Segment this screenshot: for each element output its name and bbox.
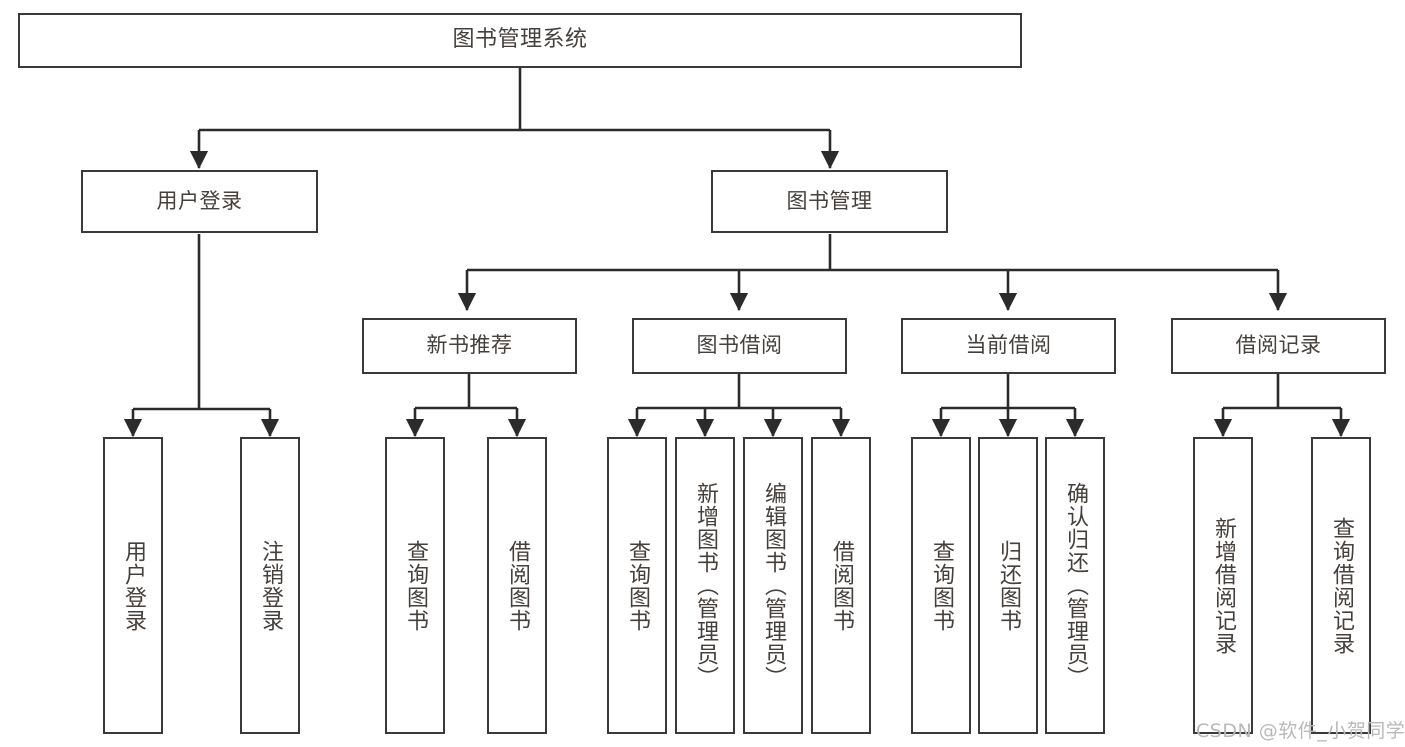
leaf-user-login[interactable]: 用户登录 (103, 437, 163, 734)
node-label: 用户登录 (120, 539, 146, 632)
node-label: 查询图书 (624, 539, 650, 632)
node-label: 图书管理 (786, 188, 873, 213)
node-label: 查询借阅记录 (1328, 516, 1354, 655)
node-label: 借阅图书 (828, 539, 854, 632)
leaf-query-book-new[interactable]: 查询图书 (385, 437, 445, 734)
node-current-borrow[interactable]: 当前借阅 (901, 318, 1116, 374)
csdn-watermark: CSDN @软件_小贺同学 (1196, 720, 1405, 742)
node-user-login[interactable]: 用户登录 (81, 170, 318, 233)
node-label: 借阅记录 (1235, 333, 1322, 358)
node-borrow-record[interactable]: 借阅记录 (1171, 318, 1386, 374)
node-label: 图书管理系统 (452, 27, 588, 53)
node-label: 新增图书（管理员） (692, 482, 718, 689)
leaf-query-book-current[interactable]: 查询图书 (911, 437, 971, 734)
node-root-book-management-system[interactable]: 图书管理系统 (18, 13, 1022, 68)
node-label: 当前借阅 (965, 333, 1052, 358)
node-new-book-recommend[interactable]: 新书推荐 (362, 318, 577, 374)
leaf-logout-login[interactable]: 注销登录 (240, 437, 300, 734)
leaf-query-book-borrow[interactable]: 查询图书 (607, 437, 667, 734)
node-book-borrow[interactable]: 图书借阅 (632, 318, 847, 374)
node-label: 查询图书 (402, 539, 428, 632)
node-label: 编辑图书（管理员） (760, 482, 786, 689)
leaf-borrow-book-new[interactable]: 借阅图书 (487, 437, 547, 734)
node-label: 图书借阅 (696, 333, 783, 358)
leaf-return-book[interactable]: 归还图书 (978, 437, 1038, 734)
leaf-query-borrow-record[interactable]: 查询借阅记录 (1311, 437, 1371, 734)
leaf-confirm-return-admin[interactable]: 确认归还（管理员） (1045, 437, 1105, 734)
node-label: 借阅图书 (504, 539, 530, 632)
leaf-add-book-admin[interactable]: 新增图书（管理员） (675, 437, 735, 734)
node-label: 归还图书 (995, 539, 1021, 632)
node-label: 新增借阅记录 (1210, 516, 1236, 655)
leaf-borrow-book[interactable]: 借阅图书 (811, 437, 871, 734)
node-label: 注销登录 (257, 539, 283, 632)
node-label: 用户登录 (156, 188, 243, 213)
node-label: 新书推荐 (426, 333, 513, 358)
node-label: 确认归还（管理员） (1062, 482, 1088, 689)
leaf-add-borrow-record[interactable]: 新增借阅记录 (1193, 437, 1253, 734)
leaf-edit-book-admin[interactable]: 编辑图书（管理员） (743, 437, 803, 734)
node-label: 查询图书 (928, 539, 954, 632)
node-book-management[interactable]: 图书管理 (711, 170, 948, 233)
